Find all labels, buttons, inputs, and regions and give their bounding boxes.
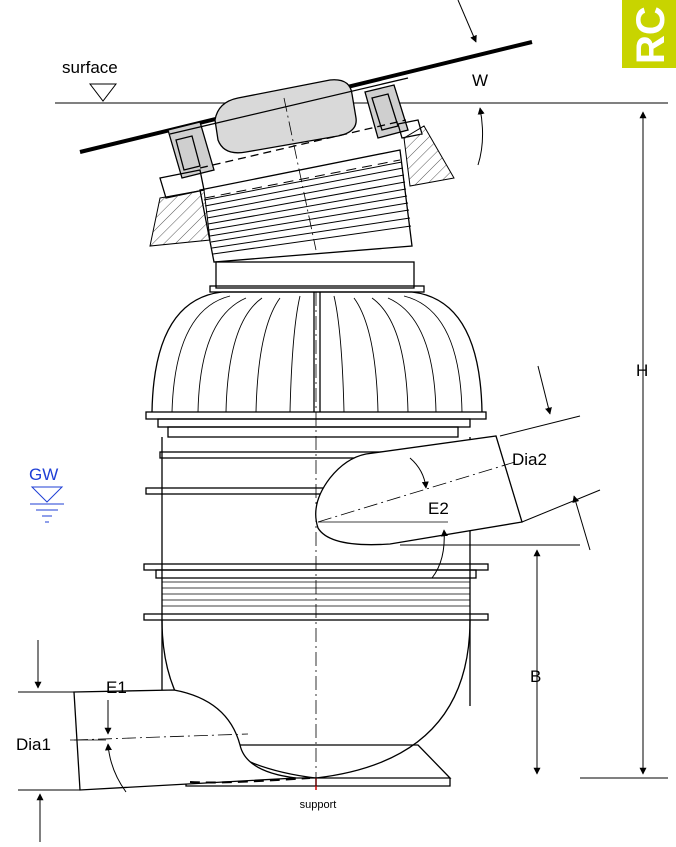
gw-label: GW xyxy=(29,465,58,484)
e2-label: E2 xyxy=(428,499,449,518)
h-label: H xyxy=(636,361,648,380)
dimensions xyxy=(18,0,668,842)
b-label: B xyxy=(530,667,541,686)
surface-level xyxy=(55,83,668,104)
dome xyxy=(151,285,483,413)
center-lines xyxy=(283,97,317,790)
inlet-pipe xyxy=(70,689,311,791)
right-wedge xyxy=(403,125,455,187)
dia1-label: Dia1 xyxy=(16,735,51,754)
brand-logo: RC xyxy=(622,0,676,68)
logo-text: RC xyxy=(629,6,673,64)
groundwater-symbol xyxy=(30,486,64,523)
w-label: W xyxy=(472,71,488,90)
e1-label: E1 xyxy=(106,678,127,697)
dia2-label: Dia2 xyxy=(512,450,547,469)
outlet-pipe xyxy=(315,435,523,546)
telescopic-neck xyxy=(199,149,415,289)
cover-frame xyxy=(159,77,423,199)
support-label: support xyxy=(300,799,337,811)
surface-label: surface xyxy=(62,58,118,77)
